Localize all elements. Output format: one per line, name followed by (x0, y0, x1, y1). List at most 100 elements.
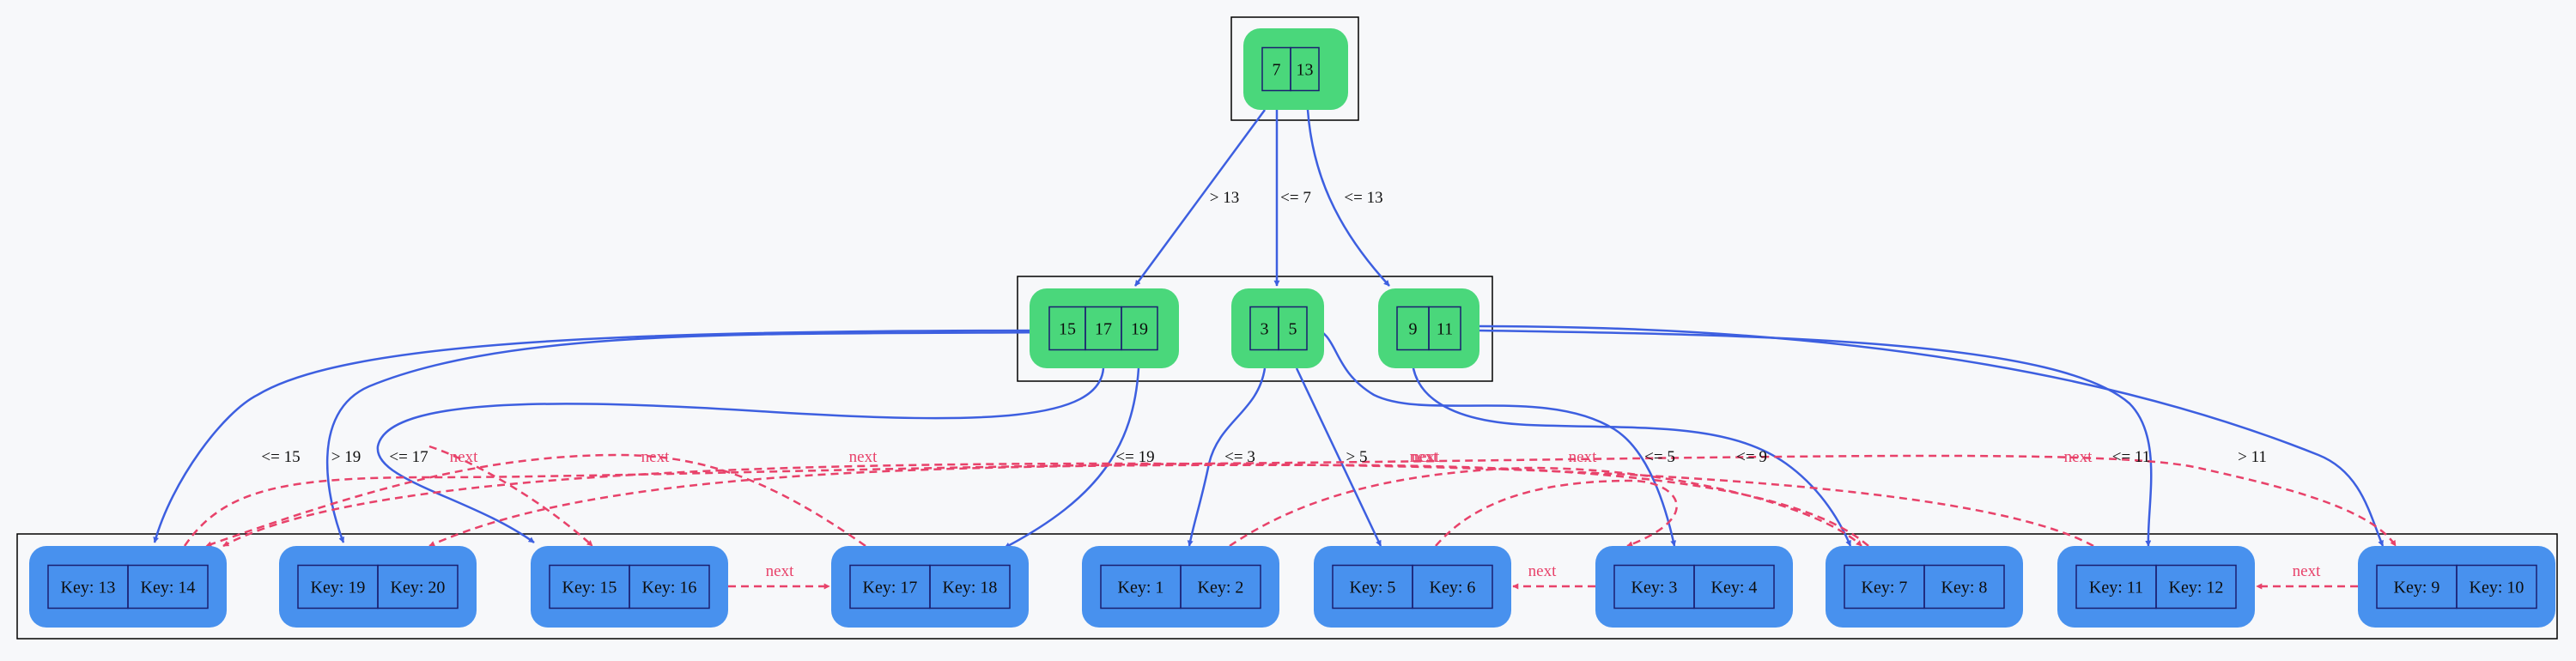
root-node-key-text: 13 (1297, 61, 1314, 80)
leaf-node-L17-key-cell (929, 564, 1011, 609)
root-node-box (1243, 28, 1348, 110)
next-edge-label-L13-L9: next (2064, 448, 2093, 466)
child-edge-label-n3-L5: > 5 (1346, 448, 1368, 466)
root-node-key-cell (1290, 46, 1320, 92)
leaf-node-L7-key-text: Key: 8 (1941, 579, 1988, 597)
leaf-node-L7: Key: 7 Key: 8 (1826, 546, 2023, 628)
edges-layer (153, 86, 2397, 590)
child-edge-label-n3-L3: <= 5 (1644, 448, 1675, 466)
inner-node-n3-key-cell (1278, 306, 1308, 351)
next-edge-L13-L9 (183, 454, 2397, 547)
leaf-node-L9: Key: 9 Key: 10 (2358, 546, 2555, 628)
leaf-node-L9-key-text: Key: 9 (2394, 579, 2440, 597)
leaf-node-L1-key-text: Key: 1 (1118, 579, 1164, 597)
leaf-node-L5-key-text: Key: 6 (1430, 579, 1476, 597)
child-edge-label-root-n3: <= 7 (1280, 189, 1311, 207)
child-edge-label-root-n15: > 13 (1210, 189, 1239, 207)
leaf-node-L11-key-cell (2155, 564, 2237, 609)
leaf-node-L3-key-cell (1693, 564, 1775, 609)
child-edge-root-n9 (1305, 86, 1390, 287)
root-node-key-text: 7 (1273, 61, 1281, 80)
next-edge-L5-L3 (1435, 479, 1678, 548)
edge-labels-layer: > 13<= 7<= 13<= 15> 19<= 17<= 19<= 3> 5<… (261, 189, 2321, 580)
next-edge-L19-L15 (428, 445, 593, 547)
inner-node-n3-key-text: 5 (1289, 320, 1297, 339)
next-edge-label-L17-L13: next (641, 448, 670, 466)
leaf-node-L1: Key: 1 Key: 2 (1082, 546, 1279, 628)
child-edge-label-n15-L19: > 19 (331, 448, 361, 466)
child-edge-label-n15-L17: <= 19 (1115, 448, 1154, 466)
leaf-node-L15-key-text: Key: 15 (562, 579, 617, 597)
child-edge-n15-L15 (376, 367, 1105, 544)
leaf-node-L3-key-text: Key: 3 (1631, 579, 1678, 597)
leaf-node-L3: Key: 3 Key: 4 (1595, 546, 1793, 628)
leaf-node-L9-key-cell (2456, 564, 2537, 609)
leaf-node-L9-key-text: Key: 10 (2470, 579, 2524, 597)
child-edge-root-n15 (1133, 109, 1267, 287)
next-edge-L17-L13 (205, 453, 866, 548)
child-edge-label-n15-L13: <= 15 (261, 448, 300, 466)
leaf-node-L13-key-cell (127, 564, 209, 609)
leaf-node-L13-key-text: Key: 14 (141, 579, 196, 597)
child-edge-label-root-n9: <= 13 (1344, 189, 1382, 207)
child-edge-n9-L11 (1476, 329, 2153, 547)
leaf-node-L15-key-text: Key: 16 (642, 579, 697, 597)
child-edge-label-n9-L9: > 11 (2238, 448, 2267, 466)
child-edge-n3-L5 (1295, 367, 1382, 547)
inner-node-n15-box (1030, 288, 1179, 368)
inner-node-n15-key-cell (1121, 306, 1158, 351)
leaf-node-L1-key-text: Key: 2 (1198, 579, 1244, 597)
leaf-node-L15: Key: 15 Key: 16 (531, 546, 728, 628)
inner-node-n15-key-text: 19 (1131, 320, 1148, 339)
next-edge-L7-L19 (428, 464, 1869, 548)
inner-node-n9: 9 11 (1378, 288, 1479, 368)
leaf-node-L19: Key: 19 Key: 20 (279, 546, 477, 628)
next-edge-label-L3-L5: next (1528, 562, 1557, 580)
inner-node-n15: 15 17 19 (1030, 288, 1179, 368)
leaf-cluster-frame (16, 533, 2558, 640)
next-edge-label-L9-L11: next (2293, 562, 2321, 580)
inner-node-n15-key-text: 17 (1095, 320, 1112, 339)
leaf-node-L1-key-cell (1180, 564, 1261, 609)
leaf-node-L15-key-cell (629, 564, 710, 609)
leaf-node-L7-key-cell (1923, 564, 2005, 609)
leaf-node-L11-key-text: Key: 12 (2169, 579, 2224, 597)
inner-node-n9-key-text: 11 (1437, 320, 1453, 339)
inner-node-n9-key-cell (1428, 306, 1461, 351)
next-edge-L1-L7 (1229, 466, 1862, 548)
inner-node-n3-box (1231, 288, 1324, 368)
root-node: 7 13 (1243, 28, 1348, 110)
child-edge-n9-L9 (1479, 324, 2385, 547)
leaf-node-L11: Key: 11 Key: 12 (2057, 546, 2255, 628)
child-edge-n15-L17 (1004, 367, 1140, 549)
inner-node-n15-key-text: 15 (1059, 320, 1076, 339)
leaf-node-L19-key-text: Key: 20 (391, 579, 446, 597)
leaf-node-L19-key-text: Key: 19 (311, 579, 366, 597)
child-edge-n15-L19 (326, 330, 1050, 543)
child-edge-label-n3-L1: <= 3 (1224, 448, 1255, 466)
root-cluster-frame (1230, 16, 1359, 121)
child-edge-label-n9-L11: <= 11 (2112, 448, 2150, 466)
child-edge-n3-L1 (1187, 367, 1267, 547)
leaf-node-L17-key-text: Key: 18 (943, 579, 998, 597)
leaf-node-L11-key-text: Key: 11 (2089, 579, 2143, 597)
child-edge-n15-L13 (153, 329, 1050, 543)
leaf-node-L3-key-text: Key: 4 (1711, 579, 1758, 597)
child-edge-n3-L3 (1311, 325, 1677, 547)
next-edge-label-L5-L3: next (1412, 448, 1440, 466)
next-edge-label-L1-L7: next (1569, 448, 1597, 466)
leaf-node-L7-key-text: Key: 7 (1862, 579, 1908, 597)
child-edge-n9-L7 (1411, 347, 1852, 547)
inner-node-n9-key-text: 9 (1409, 320, 1418, 339)
leaf-node-L19-key-cell (377, 564, 459, 609)
next-edge-label-L7-L19: next (1410, 448, 1438, 466)
next-edge-label-L15-L17: next (766, 562, 794, 580)
next-edge-label-L19-L15: next (450, 448, 478, 466)
